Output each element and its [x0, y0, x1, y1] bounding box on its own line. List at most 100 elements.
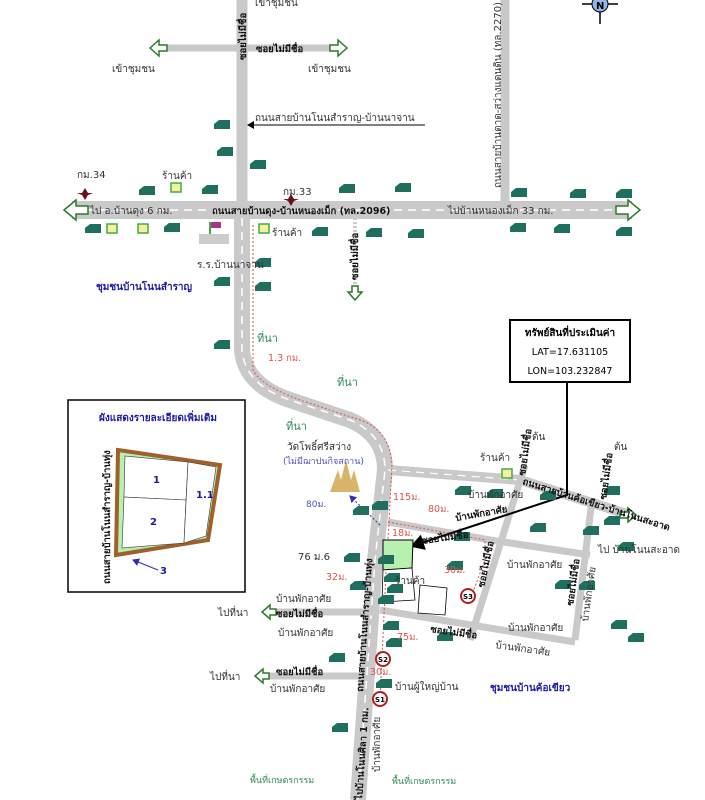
roads [72, 0, 632, 800]
svg-text:ซอยไม่มีชื่อ: ซอยไม่มีชื่อ [276, 606, 323, 620]
plot-1: 1 [153, 475, 160, 486]
house-icon [540, 491, 556, 500]
house-icon [530, 523, 546, 532]
house-icon [214, 120, 230, 129]
north-compass-icon: N [582, 0, 618, 24]
house-icon [555, 580, 571, 589]
road-end-arrows [62, 38, 642, 685]
svg-text:30ม.: 30ม. [370, 667, 391, 678]
house-icon [570, 189, 586, 198]
house-icon [339, 184, 355, 193]
svg-text:ซอยไม่มีชื่อ: ซอยไม่มีชื่อ [514, 427, 534, 476]
house-icon [378, 555, 394, 564]
arrow-right-icon [619, 506, 638, 524]
svg-text:ร้านค้า: ร้านค้า [395, 575, 425, 587]
adjacent-lot [417, 584, 448, 616]
map-labels: เข้าชุมชน ซอยไม่มีชื่อ ซอยไม่มีชื่อ เข้า… [77, 0, 680, 800]
svg-text:บ้านพักอาศัย: บ้านพักอาศัย [495, 639, 551, 659]
shop-icons [106, 182, 513, 479]
svg-text:ไป บ้านโนนสะอาด: ไป บ้านโนนสะอาด [597, 543, 680, 556]
plot-2: 2 [150, 517, 157, 528]
svg-text:ไปบ้านหนองเม็ก 33 กม.: ไปบ้านหนองเม็ก 33 กม. [447, 203, 553, 217]
svg-text:ไปที่นา: ไปที่นา [209, 669, 240, 683]
svg-text:ถนนสายบ้านดุง-บ้านหนองเม็ก (ทล: ถนนสายบ้านดุง-บ้านหนองเม็ก (ทล.2096) [212, 204, 390, 217]
shop-icon [137, 223, 149, 234]
road-soi-vertical-2 [571, 499, 596, 641]
svg-text:ร.ร.บ้านนาจาน: ร.ร.บ้านนาจาน [197, 259, 264, 271]
inset-title: ผังแสดงรายละเอียดเพิ่มเติม [99, 410, 217, 424]
svg-text:ซอยไม่มีชื่อ: ซอยไม่มีชื่อ [256, 41, 303, 55]
shop-icon [106, 223, 118, 234]
road-south-main-centerline [241, 218, 386, 800]
svg-text:บ้านพักอาศัย: บ้านพักอาศัย [276, 593, 331, 605]
arrow-left-icon [148, 38, 168, 58]
house-icon [332, 723, 348, 732]
svg-text:S2: S2 [378, 656, 388, 664]
arrow-right-icon [615, 198, 642, 222]
road-soi-lower [379, 606, 576, 646]
arrow-left-icon [62, 198, 89, 222]
svg-text:32ม.: 32ม. [326, 572, 347, 583]
survey-point-s1: S1 [372, 691, 388, 707]
house-icon [384, 573, 400, 582]
svg-text:ซอยไม่มีชื่อ: ซอยไม่มีชื่อ [347, 233, 361, 280]
house-icon [350, 581, 366, 590]
svg-text:1.3 กม.: 1.3 กม. [268, 353, 301, 364]
svg-text:30ม.: 30ม. [444, 565, 465, 576]
house-icon [455, 486, 471, 495]
house-icon [372, 501, 388, 510]
house-icon [383, 621, 399, 630]
svg-text:S1: S1 [375, 696, 385, 704]
house-icon [202, 185, 218, 194]
shop-icon [258, 223, 270, 234]
house-icon [616, 227, 632, 236]
plot-1-1: 1.1 [196, 490, 214, 501]
pointer-line [410, 382, 568, 550]
shop-icon [501, 468, 513, 479]
svg-text:ซอยไม่มีชื่อ: ซอยไม่มีชื่อ [276, 664, 323, 678]
house-icon [312, 227, 328, 236]
arrow-left-icon [260, 603, 277, 621]
house-icon [447, 561, 463, 570]
house-icon [329, 653, 345, 662]
house-icon [255, 258, 271, 267]
road-soi-vertical-1 [466, 463, 529, 642]
km-marker-icons [77, 188, 299, 206]
survey-point-s3: S3 [460, 588, 476, 604]
svg-text:ที่นา: ที่นา [286, 418, 307, 433]
road-soi-upper [387, 518, 591, 559]
svg-text:18ม.: 18ม. [392, 528, 413, 539]
house-icon [487, 489, 503, 498]
info-heading: ทรัพย์สินที่ประเมินค่า [525, 325, 615, 339]
svg-text:75ม.: 75ม. [397, 632, 418, 643]
svg-text:บ้านผู้ใหญ่บ้าน: บ้านผู้ใหญ่บ้าน [395, 681, 459, 693]
svg-text:ที่นา: ที่นา [257, 330, 278, 345]
svg-text:บ้านพักอาศัย: บ้านพักอาศัย [507, 559, 562, 571]
house-icon [408, 229, 424, 238]
house-icon [510, 223, 526, 232]
property-info-box: ทรัพย์สินที่ประเมินค่า LAT=17.631105 LON… [410, 319, 631, 550]
svg-text:ซอยไม่มีชื่อ: ซอยไม่มีชื่อ [235, 13, 249, 60]
svg-text:ไปที่นา: ไปที่นา [217, 605, 248, 619]
school-icon [199, 222, 229, 244]
svg-text:ถนนสายบ้านโนนสำราญ-บ้านนาจาน: ถนนสายบ้านโนนสำราญ-บ้านนาจาน [255, 111, 415, 124]
svg-text:ต้น: ต้น [614, 441, 627, 453]
info-lon: LON=103.232847 [528, 366, 613, 377]
house-icon [554, 224, 570, 233]
svg-text:กม.33: กม.33 [283, 187, 312, 198]
house-icon [628, 633, 644, 642]
house-icon [366, 228, 382, 237]
house-icon [214, 277, 230, 286]
distance-routes [252, 225, 486, 701]
arrow-down-icon [346, 285, 364, 302]
svg-text:ถนนสายบ้านตาด-สว่างแดนดิน (ทล.: ถนนสายบ้านตาด-สว่างแดนดิน (ทล.2270) [492, 2, 504, 188]
house-icon [378, 595, 394, 604]
house-icon [387, 584, 403, 593]
house-icon [164, 223, 180, 232]
house-icon [386, 638, 402, 647]
svg-text:บ้านพักอาศัย: บ้านพักอาศัย [371, 717, 383, 772]
house-icon [437, 632, 453, 641]
house-icon [616, 189, 632, 198]
house-icon [395, 183, 411, 192]
